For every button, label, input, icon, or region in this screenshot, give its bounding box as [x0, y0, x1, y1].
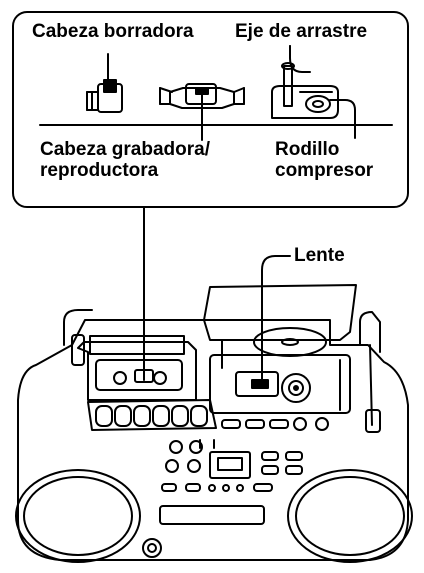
- handle-right: [359, 311, 381, 353]
- pinch-roller-label-line2: compresor: [275, 160, 374, 181]
- boombox: [15, 284, 413, 563]
- lens-label: Lente: [294, 245, 345, 266]
- tuning-strip: [159, 505, 265, 525]
- cassette-keys: [87, 399, 217, 431]
- cassette-compartment: [71, 334, 197, 401]
- pinch-roller-leader: [329, 99, 356, 139]
- callout-leader-lines: [107, 45, 356, 141]
- pinch-roller-label-line1: Rodillo: [275, 139, 340, 160]
- front-panel: [142, 439, 303, 558]
- boombox-body: [17, 319, 409, 561]
- capstan-leader: [289, 45, 311, 73]
- cd-mechanism: [209, 354, 351, 414]
- handle-left: [63, 309, 93, 346]
- record-head-label-line2: reproductora: [40, 160, 159, 181]
- capstan-label: Eje de arrastre: [235, 21, 368, 42]
- lens-icon: [251, 379, 269, 389]
- erase-head-icon: [86, 79, 123, 113]
- lens-leader: [261, 255, 291, 389]
- left-speaker: [15, 469, 141, 563]
- headphone-jack: [142, 538, 162, 558]
- erase-head-label: Cabeza borradora: [32, 21, 194, 42]
- display: [209, 451, 251, 479]
- cd-keys: [221, 417, 329, 431]
- capstan-pinch-roller-icon: [271, 62, 339, 119]
- right-speaker: [287, 469, 413, 563]
- record-head-label-line1: Cabeza grabadora/: [40, 139, 210, 160]
- tape-head-callout: [12, 11, 409, 208]
- antenna: [365, 344, 381, 433]
